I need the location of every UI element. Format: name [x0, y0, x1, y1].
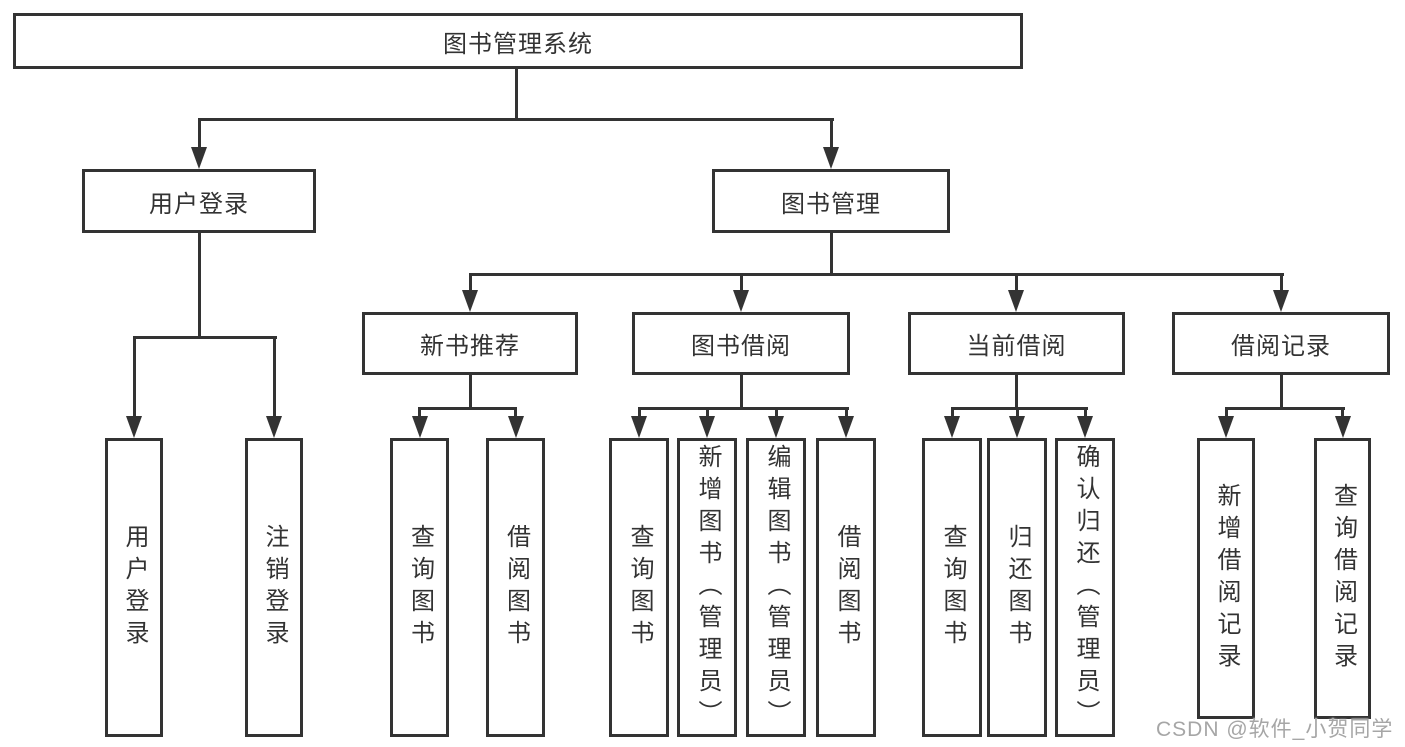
connector-currentborrow-hline: [950, 407, 1088, 410]
connector-drop-line: [1279, 273, 1283, 293]
connector-drop-line: [739, 273, 743, 293]
node-book-management: 图书管理: [712, 169, 950, 233]
node-label: 借阅图书: [502, 523, 530, 652]
connector-bookborrow-hline: [637, 407, 849, 410]
arrowhead-icon: [944, 416, 960, 438]
node-label: 用户登录: [149, 190, 249, 218]
node-label: 图书管理: [781, 190, 881, 218]
arrowhead-icon: [1218, 416, 1234, 438]
node-book-borrowing: 图书借阅: [632, 312, 850, 375]
node-label: 编辑图书（管理员）: [763, 443, 790, 732]
connector-userlogin-hline: [132, 336, 277, 339]
node-leaf-borrow-books: 借阅图书: [816, 438, 876, 737]
arrowhead-icon: [411, 416, 428, 438]
connector-root-hline: [197, 118, 834, 121]
node-library-management-system: 图书管理系统: [13, 13, 1023, 69]
node-label: 图书借阅: [691, 333, 791, 360]
watermark: CSDN @软件_小贺同学: [1156, 718, 1394, 741]
connector-bookborrow-stem: [739, 375, 743, 410]
node-borrowing-records: 借阅记录: [1172, 312, 1390, 375]
connector-newbookrec-hline: [418, 407, 517, 410]
node-label: 查询借阅记录: [1329, 482, 1357, 675]
arrowhead-icon: [266, 416, 282, 438]
connector-drop-line: [829, 118, 833, 150]
node-label: 新书推荐: [420, 333, 520, 360]
node-label: 图书管理系统: [443, 30, 593, 58]
arrowhead-icon: [1008, 290, 1024, 312]
connector-drop-line: [1015, 407, 1019, 419]
node-leaf-query-books-current: 查询图书: [922, 438, 982, 737]
arrowhead-icon: [733, 290, 749, 312]
node-leaf-add-borrow-record: 新增借阅记录: [1197, 438, 1255, 719]
node-label: 用户登录: [121, 523, 148, 652]
node-leaf-add-books-admin: 新增图书（管理员）: [677, 438, 737, 737]
node-label: 注销登录: [261, 523, 288, 652]
node-leaf-borrow-books-rec: 借阅图书: [486, 438, 545, 737]
connector-bookmgmt-stem: [829, 233, 833, 276]
arrowhead-icon: [1077, 416, 1093, 438]
connector-drop-line: [197, 118, 201, 150]
connector-drop-line: [844, 407, 848, 419]
connector-drop-line: [132, 336, 136, 419]
arrowhead-icon: [462, 290, 478, 312]
node-leaf-confirm-return-admin: 确认归还（管理员）: [1055, 438, 1115, 737]
arrowhead-icon: [838, 416, 854, 438]
node-current-borrowing: 当前借阅: [908, 312, 1125, 375]
arrowhead-icon: [1334, 416, 1351, 438]
arrowhead-icon: [699, 416, 715, 438]
node-label: 借阅图书: [833, 523, 860, 652]
connector-drop-line: [418, 407, 421, 419]
connector-drop-line: [1224, 407, 1228, 419]
node-label: 新增借阅记录: [1213, 482, 1240, 675]
node-leaf-query-books-rec: 查询图书: [390, 438, 449, 737]
node-label: 查询图书: [406, 523, 434, 652]
arrowhead-icon: [1009, 416, 1025, 438]
arrowhead-icon: [823, 147, 839, 169]
node-leaf-return-books: 归还图书: [987, 438, 1047, 737]
connector-drop-line: [468, 273, 472, 293]
connector-drop-line: [272, 336, 276, 419]
connector-newbookrec-stem: [468, 375, 472, 410]
connector-borrowrecords-hline: [1224, 407, 1345, 410]
node-label: 查询图书: [626, 523, 653, 652]
connector-drop-line: [705, 407, 709, 419]
connector-drop-line: [1083, 407, 1087, 419]
connector-root-stem: [514, 69, 518, 121]
arrowhead-icon: [191, 147, 207, 169]
connector-drop-line: [1341, 407, 1344, 419]
arrowhead-icon: [768, 416, 784, 438]
arrowhead-icon: [126, 416, 142, 438]
node-leaf-query-borrow-record: 查询借阅记录: [1314, 438, 1371, 719]
connector-drop-line: [637, 407, 641, 419]
connector-bookmgmt-hline: [468, 273, 1284, 276]
arrowhead-icon: [631, 416, 647, 438]
connector-currentborrow-stem: [1015, 375, 1018, 410]
arrowhead-icon: [507, 416, 524, 438]
node-new-book-recommendation: 新书推荐: [362, 312, 578, 375]
node-leaf-query-books-borrow: 查询图书: [609, 438, 669, 737]
arrowhead-icon: [1273, 290, 1289, 312]
node-label: 归还图书: [1004, 523, 1031, 652]
node-label: 确认归还（管理员）: [1072, 443, 1099, 732]
connector-drop-line: [1014, 273, 1018, 293]
node-leaf-logout: 注销登录: [245, 438, 303, 737]
connector-borrowrecords-stem: [1279, 375, 1283, 410]
node-user-login: 用户登录: [82, 169, 316, 233]
node-label: 借阅记录: [1231, 333, 1331, 360]
connector-drop-line: [514, 407, 517, 419]
node-leaf-edit-books-admin: 编辑图书（管理员）: [746, 438, 806, 737]
node-label: 查询图书: [939, 523, 966, 652]
node-label: 新增图书（管理员）: [694, 443, 721, 732]
connector-userlogin-stem: [197, 233, 201, 339]
node-leaf-user-login: 用户登录: [105, 438, 163, 737]
connector-drop-line: [950, 407, 954, 419]
node-label: 当前借阅: [966, 333, 1067, 360]
connector-drop-line: [774, 407, 778, 419]
